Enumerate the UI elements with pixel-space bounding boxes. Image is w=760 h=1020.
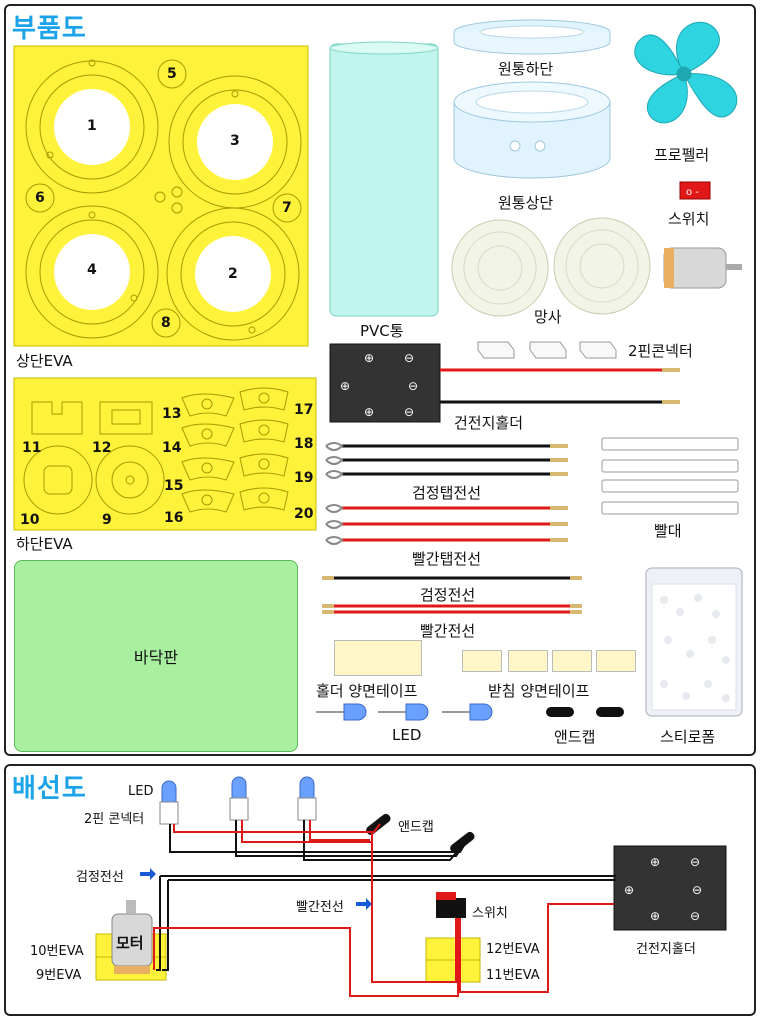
wiring-led-label: LED [128, 784, 154, 799]
label-pvc: PVC통 [360, 322, 404, 340]
wiring-red-wire-label: 빨간전선 [296, 900, 344, 915]
svg-text:⊕: ⊕ [624, 883, 634, 897]
base-board: 바닥판 [14, 560, 298, 752]
upper-num-8: 8 [161, 315, 171, 331]
svg-text:⊕: ⊕ [364, 351, 374, 365]
label-battery: 건전지홀더 [454, 414, 524, 432]
label-cyl-bottom: 원통하단 [498, 60, 554, 78]
lower-num-18: 18 [294, 436, 314, 452]
label-straw: 빨대 [654, 522, 682, 540]
wiring-switch-label: 스위치 [472, 906, 508, 921]
support-tape-2 [508, 650, 548, 672]
svg-text:⊕: ⊕ [340, 379, 350, 393]
wiring-title: 배선도 [12, 774, 87, 804]
label-black-wire: 검정전선 [420, 586, 476, 604]
label-red-tab: 빨간탭전선 [412, 550, 482, 568]
label-holder-tape: 홀더 양면테이프 [316, 682, 418, 700]
label-support-tape: 받침 양면테이프 [488, 682, 590, 700]
lower-num-14: 14 [162, 440, 182, 456]
upper-num-5: 5 [167, 66, 177, 82]
upper-num-7: 7 [282, 200, 292, 216]
label-switch: 스위치 [668, 210, 710, 228]
battery-holder-part [329, 343, 441, 423]
lower-num-20: 20 [294, 506, 314, 522]
upper-num-3: 3 [230, 133, 240, 149]
lower-num-12: 12 [92, 440, 112, 456]
base-label: 바닥판 [133, 648, 179, 667]
lower-num-10: 10 [20, 512, 40, 528]
wiring-eva11-label: 11번EVA [486, 968, 540, 983]
svg-text:⊖: ⊖ [404, 405, 414, 419]
upper-num-4: 4 [87, 262, 97, 278]
svg-text:⊖: ⊖ [404, 351, 414, 365]
led-parts [316, 703, 493, 721]
wiring-connector-label: 2핀 콘넥터 [84, 812, 145, 827]
switch-drawing [679, 181, 711, 200]
svg-text:⊕: ⊕ [650, 855, 660, 869]
upper-num-1: 1 [87, 118, 97, 134]
svg-text:⊖: ⊖ [690, 909, 700, 923]
wiring-eva10-label: 10번EVA [30, 944, 84, 959]
svg-text:⊕: ⊕ [364, 405, 374, 419]
wiring-endcap-label: 앤드캡 [398, 820, 434, 835]
label-endcap: 앤드캡 [554, 728, 596, 746]
wiring-battery-label: 건전지홀더 [636, 942, 696, 957]
label-connector: 2핀콘넥터 [628, 342, 693, 360]
label-led: LED [392, 726, 422, 744]
parts-title: 부품도 [12, 14, 87, 44]
label-black-tab: 검정탭전선 [412, 484, 482, 502]
lower-num-19: 19 [294, 470, 314, 486]
label-upper-eva: 상단EVA [16, 352, 73, 370]
upper-num-6: 6 [35, 190, 45, 206]
svg-text:⊖: ⊖ [690, 855, 700, 869]
wiring-black-wire-label: 검정전선 [76, 870, 124, 885]
lower-eva-sheet [13, 377, 317, 531]
propeller-drawing [634, 21, 738, 124]
label-styrofoam: 스티로폼 [660, 728, 716, 746]
upper-num-2: 2 [228, 266, 238, 282]
lower-num-17: 17 [294, 402, 314, 418]
support-tape-1 [462, 650, 502, 672]
svg-text:⊖: ⊖ [692, 883, 702, 897]
support-tape-4 [596, 650, 636, 672]
label-cyl-top: 원통상단 [498, 194, 554, 212]
lower-num-9: 9 [102, 512, 112, 528]
lower-num-16: 16 [164, 510, 184, 526]
svg-text:o -: o - [686, 187, 699, 198]
holder-tape [334, 640, 422, 676]
support-tape-3 [552, 650, 592, 672]
wiring-eva12-label: 12번EVA [486, 942, 540, 957]
label-red-wire: 빨간전선 [420, 622, 476, 640]
lower-num-11: 11 [22, 440, 42, 456]
label-propeller: 프로펠러 [654, 146, 710, 164]
svg-text:⊕: ⊕ [650, 909, 660, 923]
wiring-eva9-label: 9번EVA [36, 968, 82, 983]
lower-num-15: 15 [164, 478, 184, 494]
svg-text:⊖: ⊖ [408, 379, 418, 393]
label-mesh: 망사 [534, 308, 562, 326]
lower-num-13: 13 [162, 406, 182, 422]
wiring-motor-label: 모터 [116, 934, 144, 952]
label-lower-eva: 하단EVA [16, 535, 73, 553]
